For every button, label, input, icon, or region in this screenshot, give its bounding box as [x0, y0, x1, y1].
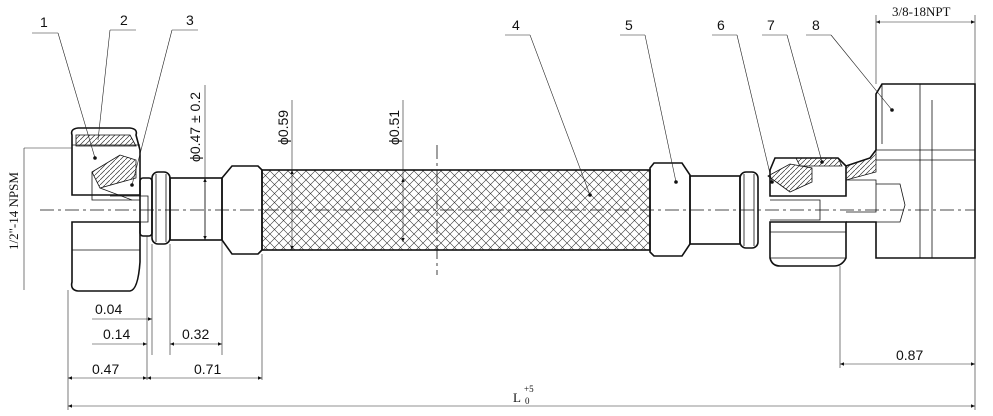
- elbow-fitting: [845, 83, 976, 259]
- part-number-4: 4: [512, 17, 520, 33]
- left-thread-callout: 1/2"-14 NPSM: [6, 147, 72, 290]
- right-thread-callout: 3/8-18NPT: [875, 4, 976, 84]
- right-nut: [767, 157, 847, 267]
- left-thread-label: 1/2"-14 NPSM: [6, 172, 21, 250]
- right-thread-label: 3/8-18NPT: [892, 4, 951, 19]
- extension-lines: [67, 236, 976, 410]
- dim-087-label: 0.87: [896, 347, 923, 363]
- dim-071-label: 0.71: [194, 361, 221, 377]
- length-label: L: [513, 390, 521, 405]
- braided-hose: [261, 169, 651, 251]
- part-number-1: 1: [40, 14, 48, 30]
- length-lower-tolerance: 0: [525, 396, 530, 406]
- right-sleeve: [649, 162, 759, 257]
- diameter-047-label: ϕ0.47 ± 0.2: [187, 92, 203, 162]
- diameter-callouts: ϕ0.47 ± 0.2 ϕ0.59 ϕ0.51: [187, 85, 405, 250]
- part-callouts: 1 2 3 4 5 6 7 8: [32, 12, 894, 197]
- dim-014-label: 0.14: [103, 326, 130, 342]
- left-nut: [70, 127, 149, 292]
- dimension-lines: 0.04 0.14 0.32 0.47 0.71 0.87 L +5 0: [68, 301, 975, 408]
- part-number-5: 5: [625, 17, 633, 33]
- length-upper-tolerance: +5: [524, 384, 534, 394]
- part-number-6: 6: [717, 17, 725, 33]
- part-number-3: 3: [186, 12, 194, 28]
- dim-032-label: 0.32: [182, 326, 209, 342]
- dim-047-label: 0.47: [92, 361, 119, 377]
- diameter-051-label: ϕ0.51: [386, 110, 402, 145]
- diameter-059-label: ϕ0.59: [275, 110, 291, 145]
- part-number-7: 7: [767, 17, 775, 33]
- part-number-2: 2: [120, 12, 128, 28]
- part-number-8: 8: [812, 17, 820, 33]
- dim-004-label: 0.04: [95, 301, 122, 317]
